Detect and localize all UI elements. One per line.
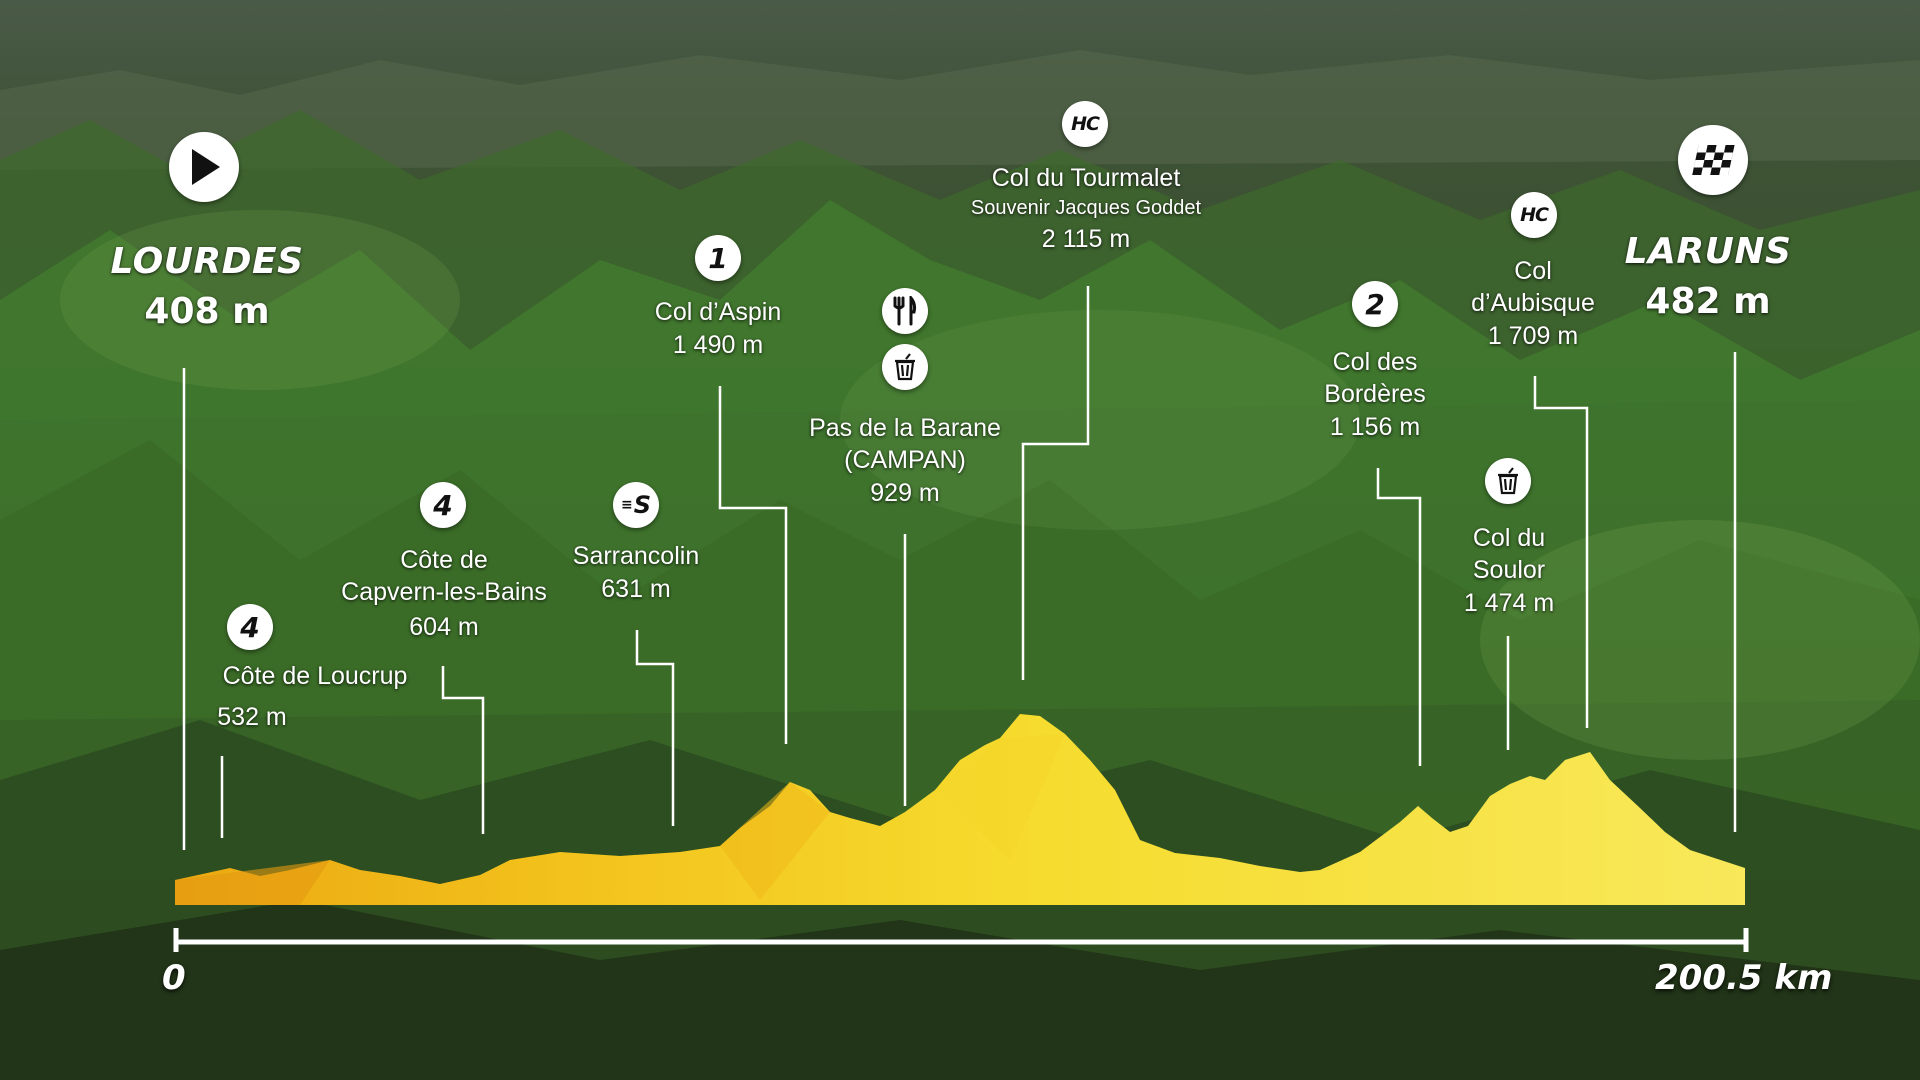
climb-name: Côte de Loucrup bbox=[222, 662, 408, 690]
climb-name: Col du Tourmalet bbox=[991, 164, 1181, 192]
leader-line-capvern bbox=[441, 666, 485, 834]
climb-soulor: Col du Soulor 1 474 m bbox=[1464, 522, 1554, 620]
feed-zone-barane: Pas de la Barane (CAMPAN) 929 m bbox=[809, 412, 1001, 510]
category-4-badge: 4 bbox=[420, 482, 466, 528]
climb-capvern: Côte de Capvern-les-Bains 604 m bbox=[341, 544, 547, 644]
play-icon bbox=[169, 132, 239, 202]
finish-label: LARUNS 482 m bbox=[1625, 228, 1792, 328]
leader-line-aspin bbox=[718, 386, 788, 744]
profile-shading bbox=[175, 860, 330, 905]
feed-zone-icon bbox=[882, 288, 928, 334]
category-2-badge: 2 bbox=[1352, 281, 1398, 327]
climb-loucrup-altitude: 532 m bbox=[217, 700, 286, 734]
sprint-badge-letter: S bbox=[633, 491, 652, 519]
feed-zone-name-line-1: Pas de la Barane bbox=[809, 414, 1001, 442]
sprint-altitude: 631 m bbox=[601, 575, 671, 603]
climb-altitude: 1 490 m bbox=[672, 331, 764, 359]
finish-altitude: 482 m bbox=[1645, 281, 1771, 322]
climb-name-line-1: Côte de bbox=[400, 546, 488, 574]
start-name: LOURDES bbox=[110, 241, 304, 282]
finish-name: LARUNS bbox=[1624, 231, 1792, 272]
distance-end-label: 200.5 km bbox=[1655, 958, 1833, 998]
climb-altitude: 532 m bbox=[217, 703, 287, 731]
climb-name-line-1: Col des bbox=[1332, 348, 1418, 376]
start-label: LOURDES 408 m bbox=[110, 238, 303, 338]
sprint-sarrancolin: Sarrancolin 631 m bbox=[573, 540, 699, 606]
distance-start-label: 0 bbox=[162, 958, 186, 998]
climb-altitude: 604 m bbox=[409, 613, 479, 641]
climb-altitude: 1 156 m bbox=[1329, 413, 1421, 441]
category-4-badge: 4 bbox=[227, 604, 273, 650]
waste-zone-icon bbox=[882, 344, 928, 390]
climb-subtitle: Souvenir Jacques Goddet bbox=[970, 197, 1202, 219]
waste-zone-icon bbox=[1485, 458, 1531, 504]
climb-altitude: 2 115 m bbox=[1041, 225, 1131, 253]
start-altitude: 408 m bbox=[144, 291, 270, 332]
leader-line-aubisque bbox=[1533, 376, 1589, 728]
profile-shading bbox=[720, 782, 830, 900]
feed-zone-name-line-2: (CAMPAN) bbox=[844, 446, 966, 474]
climb-aspin: Col d’Aspin 1 490 m bbox=[655, 296, 781, 362]
climb-loucrup: Côte de Loucrup bbox=[223, 660, 408, 692]
climb-altitude: 1 474 m bbox=[1463, 589, 1555, 617]
profile-shading bbox=[935, 734, 1065, 860]
checkered-flag-icon bbox=[1678, 125, 1748, 195]
climb-tourmalet: Col du Tourmalet Souvenir Jacques Goddet… bbox=[971, 162, 1201, 256]
feed-zone-altitude: 929 m bbox=[870, 479, 940, 507]
category-hc-badge: HC bbox=[1511, 192, 1557, 238]
climb-name-line-1: Col du bbox=[1472, 524, 1546, 552]
climb-name-line-2: Capvern-les-Bains bbox=[341, 578, 547, 606]
climb-name-line-1: Col bbox=[1514, 257, 1552, 285]
climb-borderes: Col des Bordères 1 156 m bbox=[1324, 346, 1425, 444]
leader-line-tourmalet bbox=[1021, 286, 1090, 680]
climb-name-line-2: Bordères bbox=[1324, 380, 1426, 408]
climb-name-line-2: Soulor bbox=[1472, 556, 1546, 584]
category-hc-badge: HC bbox=[1062, 101, 1108, 147]
climb-aubisque: Col d’Aubisque 1 709 m bbox=[1471, 255, 1595, 353]
sprint-icon: ≡S bbox=[613, 482, 659, 528]
climb-name: Col d’Aspin bbox=[654, 298, 782, 326]
category-1-badge: 1 bbox=[695, 235, 741, 281]
leader-line-sarrancolin bbox=[635, 630, 675, 826]
sprint-name: Sarrancolin bbox=[572, 542, 700, 570]
climb-altitude: 1 709 m bbox=[1487, 322, 1579, 350]
climb-name-line-2: d’Aubisque bbox=[1471, 289, 1595, 317]
leader-line-borderes bbox=[1376, 468, 1422, 766]
